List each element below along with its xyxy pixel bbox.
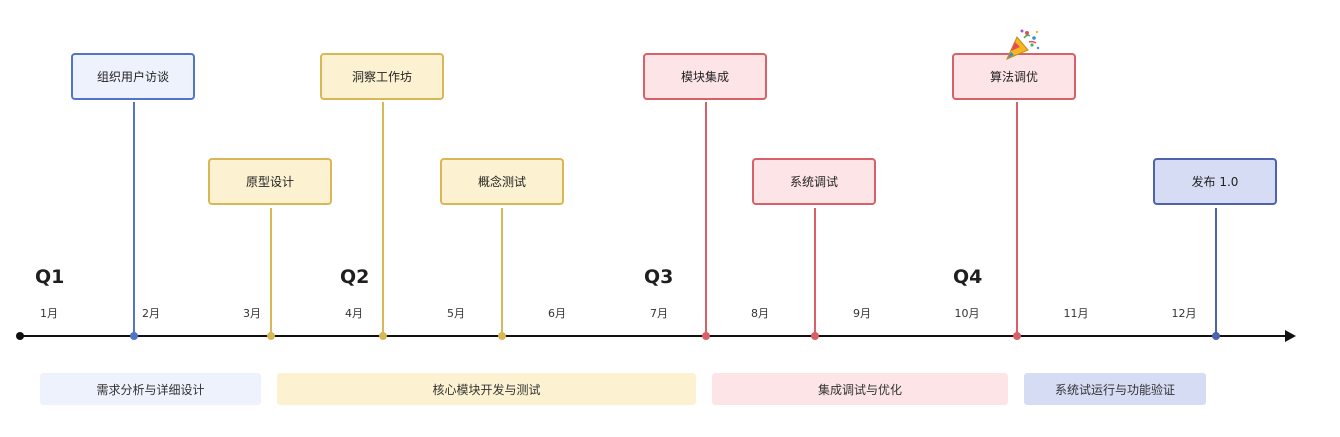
- event-marker: [379, 332, 387, 340]
- event-box[interactable]: 模块集成: [643, 53, 767, 100]
- month-label: 6月: [548, 307, 566, 320]
- axis-arrow-icon: [1285, 330, 1296, 342]
- month-label: 12月: [1171, 307, 1197, 320]
- event-box[interactable]: 原型设计: [208, 158, 332, 205]
- month-label: 8月: [751, 307, 769, 320]
- month-label: 4月: [345, 307, 363, 320]
- quarter-label: Q3: [644, 266, 674, 288]
- month-label: 1月: [40, 307, 58, 320]
- event-connector: [501, 208, 503, 336]
- event-box[interactable]: 组织用户访谈: [71, 53, 195, 100]
- event-connector: [1215, 208, 1217, 336]
- event-box[interactable]: 洞察工作坊: [320, 53, 444, 100]
- event-connector: [382, 102, 384, 336]
- phase-bar: 集成调试与优化: [712, 373, 1008, 405]
- phase-bar: 系统试运行与功能验证: [1024, 373, 1206, 405]
- quarter-label: Q4: [953, 266, 983, 288]
- event-marker: [702, 332, 710, 340]
- month-label: 9月: [853, 307, 871, 320]
- event-connector: [814, 208, 816, 336]
- party-popper-icon: [1006, 29, 1040, 60]
- timeline-axis: [20, 335, 1288, 337]
- event-marker: [811, 332, 819, 340]
- event-box[interactable]: 算法调优: [952, 53, 1076, 100]
- phase-bar: 核心模块开发与测试: [277, 373, 696, 405]
- event-marker: [267, 332, 275, 340]
- quarter-label: Q1: [35, 266, 65, 288]
- event-marker: [130, 332, 138, 340]
- month-label: 11月: [1063, 307, 1089, 320]
- event-box[interactable]: 发布 1.0: [1153, 158, 1277, 205]
- event-marker: [1013, 332, 1021, 340]
- month-label: 5月: [447, 307, 465, 320]
- event-connector: [133, 102, 135, 336]
- event-marker: [498, 332, 506, 340]
- event-connector: [705, 102, 707, 336]
- event-marker: [1212, 332, 1220, 340]
- event-box[interactable]: 系统调试: [752, 158, 876, 205]
- month-label: 3月: [243, 307, 261, 320]
- month-label: 7月: [650, 307, 668, 320]
- quarter-label: Q2: [340, 266, 370, 288]
- month-label: 2月: [142, 307, 160, 320]
- month-label: 10月: [954, 307, 980, 320]
- event-connector: [1016, 102, 1018, 336]
- axis-start-dot: [16, 332, 24, 340]
- phase-bar: 需求分析与详细设计: [40, 373, 261, 405]
- event-box[interactable]: 概念测试: [440, 158, 564, 205]
- event-connector: [270, 208, 272, 336]
